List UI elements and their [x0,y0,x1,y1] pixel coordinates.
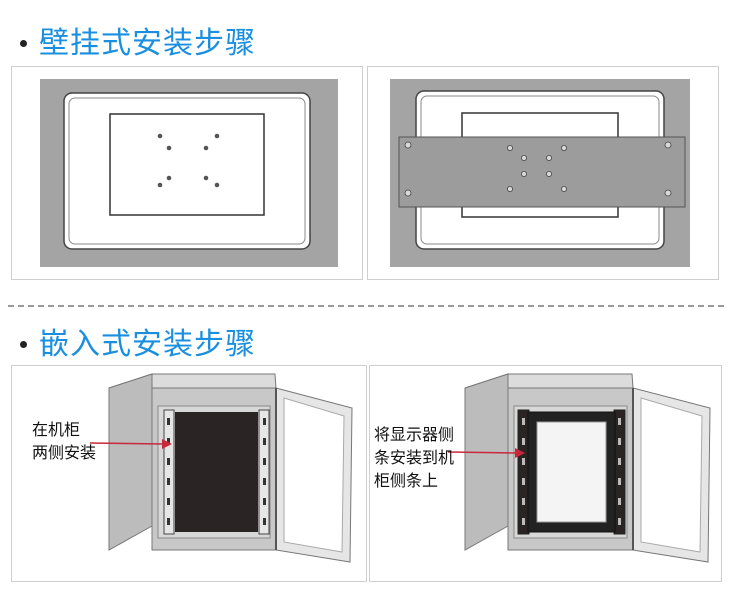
cabinet-door-window [283,397,345,553]
label-line: 两侧安装 [32,443,97,462]
bracket-screw [506,145,513,152]
cabinet-monitor-diagram [447,373,711,563]
left-rail-label: 在机柜 两侧安装 [32,418,96,464]
cabinet-door-window [640,397,703,553]
bracket-screw [404,141,412,149]
wall-mount-heading: 壁挂式安装步骤 [20,22,256,61]
vesa-hole [214,133,220,139]
monitor-bracket-diagram [390,79,690,267]
bracket-screw [520,155,527,162]
cabinet-right-rail [613,409,626,535]
monitor-back-vesa-diagram [40,79,338,267]
cabinet-back-panel [175,412,258,532]
bracket-screw [560,145,567,152]
embedded-step2-panel: 将显示器侧 条安装到机 柜侧条上 [369,365,722,582]
pointer-arrow [447,451,519,454]
bracket-screw [545,171,552,178]
label-line: 柜侧条上 [374,471,439,490]
bracket-screw [664,189,672,197]
bracket-screw [664,141,672,149]
installed-monitor-screen [536,421,607,523]
cabinet-rails-diagram [89,373,353,563]
bullet-icon [20,39,27,47]
vesa-hole [166,145,172,151]
cabinet-left-rail [163,409,175,535]
vesa-hole [166,175,172,181]
pointer-arrowhead [515,448,525,458]
vesa-hole [214,182,220,188]
bracket-screw [506,186,513,193]
label-line: 在机柜 [32,420,81,439]
vesa-hole [157,133,163,139]
monitor-rail-label: 将显示器侧 条安装到机 柜侧条上 [374,423,454,492]
bracket-screw [545,155,552,162]
section-divider [8,305,724,307]
bracket-screw [404,189,412,197]
embedded-step1-panel: 在机柜 两侧安装 [11,365,367,582]
rail-slots [167,418,266,525]
bracket-screw [520,171,527,178]
embedded-title: 嵌入式安装步骤 [39,327,256,362]
bracket-screw [560,186,567,193]
mounting-bracket [398,136,686,208]
cabinet-side [108,373,153,551]
bullet-icon [20,340,27,348]
vesa-hole [157,182,163,188]
vesa-holes [157,133,220,188]
vesa-hole [203,145,209,151]
vesa-hole [203,175,209,181]
bracket-screws [404,141,672,197]
pointer-arrow [89,442,166,445]
wall-mount-step2-panel [367,66,719,280]
cabinet-side [464,373,509,551]
pointer-arrowhead [162,439,172,449]
label-line: 将显示器侧 [374,425,455,444]
label-line: 条安装到机 [374,448,455,467]
monitor-inner-line [68,97,306,245]
wall-mount-step1-panel [11,66,363,280]
wall-mount-title: 壁挂式安装步骤 [39,26,256,61]
vesa-mount-area [109,113,265,216]
embedded-heading: 嵌入式安装步骤 [20,323,256,362]
rail-slots [522,418,621,525]
cabinet-left-rail [517,409,530,535]
cabinet-right-rail [258,409,270,535]
